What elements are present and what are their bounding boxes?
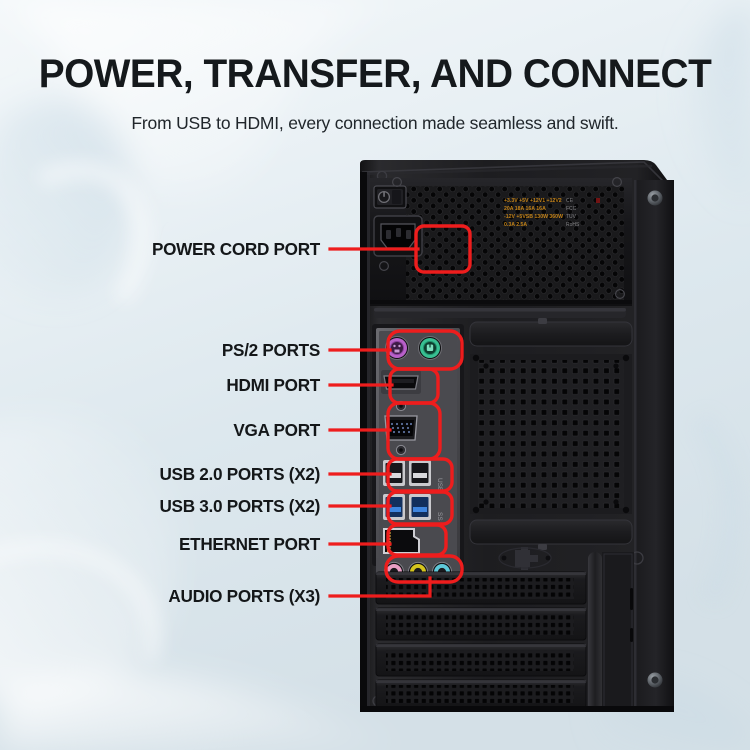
psu-spec-label: +3.3V +5V +12V1 +12V2 20A 18A 16A 16A -1… bbox=[504, 198, 600, 228]
power-cord-port-connector[interactable] bbox=[373, 215, 423, 257]
callout-label-usb-3-ports: USB 3.0 PORTS (X2) bbox=[159, 496, 320, 516]
power-supply-unit: +3.3V +5V +12V1 +12V2 20A 18A 16A 16A -1… bbox=[370, 177, 632, 306]
page-title: POWER, TRANSFER, AND CONNECT bbox=[38, 52, 712, 96]
chassis-ridge bbox=[374, 308, 626, 318]
side-panel-handle[interactable] bbox=[588, 552, 602, 712]
svg-text:FCC: FCC bbox=[566, 206, 577, 212]
thumbscrew-group bbox=[647, 190, 663, 688]
svg-text:TUV: TUV bbox=[566, 214, 577, 220]
svg-text:CE: CE bbox=[566, 198, 574, 204]
svg-text:SS: SS bbox=[436, 512, 443, 521]
svg-text:0.3A 2.5A: 0.3A 2.5A bbox=[504, 222, 527, 228]
side-panel-edge bbox=[634, 180, 674, 710]
callout-label-power-cord-port: POWER CORD PORT bbox=[151, 239, 320, 259]
callout-label-usb-2-ports: USB 2.0 PORTS (X2) bbox=[159, 464, 320, 484]
header: POWER, TRANSFER, AND CONNECT From USB to… bbox=[0, 0, 750, 134]
svg-text:20A 18A 16A 16A: 20A 18A 16A 16A bbox=[504, 206, 546, 212]
callout-label-audio-ports: AUDIO PORTS (X3) bbox=[168, 586, 320, 606]
callout-label-vga-port: VGA PORT bbox=[233, 420, 320, 440]
psu-power-switch[interactable] bbox=[373, 185, 407, 209]
rear-fan-vent bbox=[469, 318, 633, 550]
callout-label-hdmi-port: HDMI PORT bbox=[226, 375, 320, 395]
callout-label-ethernet-port: ETHERNET PORT bbox=[178, 534, 320, 554]
motherboard-io-panel: USB SS bbox=[372, 324, 464, 583]
svg-text:USB: USB bbox=[436, 478, 443, 491]
svg-text:+3.3V +5V +12V1 +12V2: +3.3V +5V +12V1 +12V2 bbox=[504, 198, 562, 204]
expansion-slots bbox=[375, 547, 634, 712]
screw-emboss bbox=[498, 547, 552, 570]
svg-text:RoHS: RoHS bbox=[566, 222, 580, 228]
svg-text:-12V +5VSB 130W 360W: -12V +5VSB 130W 360W bbox=[504, 214, 563, 220]
callout-label-ps2-ports: PS/2 PORTS bbox=[221, 340, 320, 360]
ethernet-port-connector[interactable] bbox=[383, 528, 420, 554]
computer-tower-rear: +3.3V +5V +12V1 +12V2 20A 18A 16A 16A -1… bbox=[360, 160, 674, 712]
page-subtitle: From USB to HDMI, every connection made … bbox=[131, 113, 619, 133]
slot-cover-group bbox=[375, 571, 587, 709]
hdmi-port-connector[interactable] bbox=[381, 370, 421, 394]
